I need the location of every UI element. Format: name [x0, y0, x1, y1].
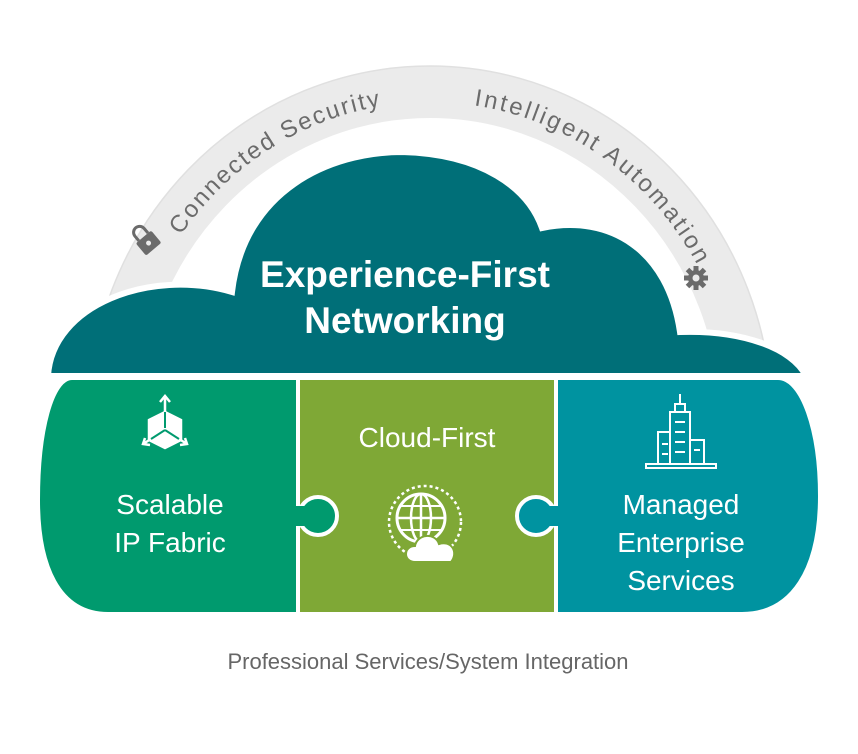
cube-arrows-icon — [141, 394, 189, 450]
piece-right — [515, 376, 823, 616]
piece-left-line1: Scalable — [116, 489, 223, 520]
caption: Professional Services/System Integration — [227, 649, 628, 674]
piece-right-line2: Enterprise — [617, 527, 745, 558]
gear-icon — [684, 266, 708, 290]
piece-center-line1: Cloud-First — [359, 422, 496, 453]
globe-cloud-icon — [387, 484, 463, 563]
cloud-top — [44, 148, 811, 379]
piece-left — [35, 376, 339, 616]
cloud-title-line1: Experience-First — [260, 254, 550, 295]
lock-icon — [132, 224, 161, 255]
arch-band — [88, 66, 772, 440]
piece-right-line1: Managed — [623, 489, 740, 520]
piece-right-line3: Services — [627, 565, 734, 596]
buildings-icon — [645, 394, 717, 469]
piece-left-line2: IP Fabric — [114, 527, 226, 558]
cloud-title-line2: Networking — [304, 300, 505, 341]
